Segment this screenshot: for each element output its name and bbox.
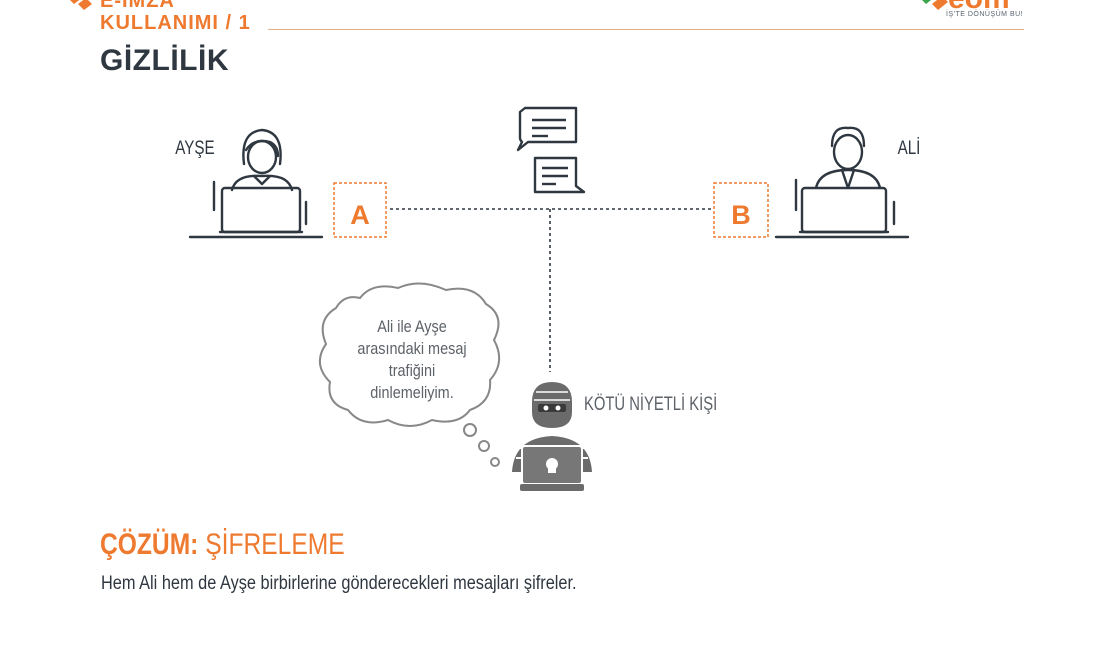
solution-description: Hem Ali hem de Ayşe birbirlerine göndere… bbox=[101, 573, 577, 594]
man-at-laptop-icon bbox=[774, 126, 910, 239]
thought-line-1: Ali ile Ayşe bbox=[377, 318, 447, 336]
logo-brand: eom bbox=[948, 0, 1010, 16]
thought-line-4: dinlemeliyim. bbox=[370, 384, 453, 402]
box-b bbox=[713, 182, 769, 238]
header-top-label: E-İMZA bbox=[100, 0, 175, 12]
box-a-label: A bbox=[350, 200, 370, 230]
solution-label: ÇÖZÜM: bbox=[100, 528, 199, 561]
solution-heading: ÇÖZÜM: ŞİFRELEME bbox=[100, 528, 345, 562]
header-mark-icon bbox=[70, 0, 92, 10]
chat-bubbles-icon bbox=[516, 106, 586, 194]
person-a-name: AYŞE bbox=[175, 136, 214, 158]
attacker-label: KÖTÜ NİYETLİ KİŞİ bbox=[584, 393, 717, 414]
header-subtitle: KULLANIMI / 1 bbox=[100, 12, 251, 34]
thought-cloud-icon bbox=[319, 282, 501, 467]
box-b-label: B bbox=[731, 200, 751, 230]
solution-method: ŞİFRELEME bbox=[205, 528, 345, 561]
header-divider bbox=[268, 29, 1024, 30]
box-a bbox=[333, 182, 387, 238]
thought-line-3: trafiğini bbox=[389, 362, 436, 380]
eom-logo-icon bbox=[922, 0, 948, 10]
woman-at-laptop-icon bbox=[188, 128, 324, 239]
thought-text: Ali ile Ayşe arasındaki mesaj trafiğini … bbox=[357, 318, 466, 402]
person-b-name: ALİ bbox=[898, 136, 921, 158]
page-title: GİZLİLİK bbox=[100, 44, 229, 77]
hacker-icon bbox=[512, 382, 592, 491]
logo-tagline: İŞ'TE DÖNÜŞÜM BU! bbox=[946, 11, 1024, 18]
thought-line-2: arasındaki mesaj bbox=[357, 340, 466, 358]
